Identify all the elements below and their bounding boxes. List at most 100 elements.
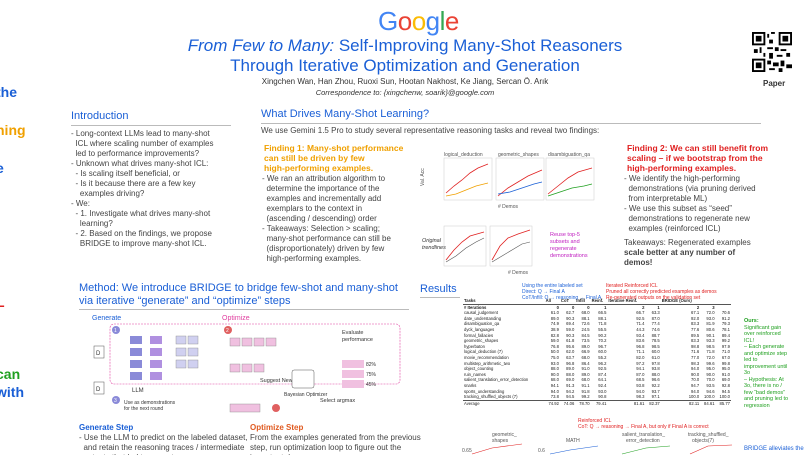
table-cell: 91.8 xyxy=(581,388,590,394)
table-cell: 94.0 xyxy=(550,388,559,394)
intro-line: led to performance improvements? xyxy=(71,149,200,158)
finding1-line: examples and incrementally add xyxy=(262,194,382,203)
table-cell: 90.0 xyxy=(706,371,715,377)
generate-label: Generate xyxy=(92,315,121,322)
table-cell: 91.0 xyxy=(581,366,590,372)
table-subheader: 0 xyxy=(587,304,590,310)
table-cell: 70.0 xyxy=(706,377,715,383)
table-cell: 87.0 xyxy=(651,315,660,321)
logo-letter: G xyxy=(378,6,398,36)
qr-label: Paper xyxy=(763,79,786,88)
table-cell: 61.0 xyxy=(651,354,660,360)
table-cell: 94.6 xyxy=(706,388,715,394)
table-cell: 91.1 xyxy=(581,382,590,388)
results-blue-line: Direct: Q → Final A xyxy=(522,289,565,295)
drives-divider xyxy=(261,123,761,124)
table-cell: 81.9 xyxy=(706,321,715,327)
table-cell: 93.8 xyxy=(651,366,660,372)
table-cell: 84.61 xyxy=(700,399,716,407)
generate-step: Generate Step - Use the LLM to predict o… xyxy=(79,423,249,455)
table-cell: logical_deduction (7) xyxy=(464,349,503,355)
table-cell: 89.5 xyxy=(691,332,700,338)
bp-3: salient_translation_ xyxy=(622,432,665,438)
table-cell: Average xyxy=(463,399,545,407)
left-column-fragment: the ning e L can with xyxy=(0,0,30,455)
table-cell: 96.8 xyxy=(566,360,575,366)
table-header xyxy=(700,298,716,305)
table-cell: 67.0 xyxy=(721,354,730,360)
ours-line: led to xyxy=(744,357,758,363)
finding1-line: many-shot performance can still be xyxy=(262,234,391,243)
table-cell: 66.7 xyxy=(636,310,645,316)
axis-label-val: Val. Acc xyxy=(420,168,426,186)
table-cell: 78.70 xyxy=(575,399,591,407)
table-cell: 94.5 xyxy=(566,394,575,400)
table-cell: sports_understanding xyxy=(464,388,505,394)
table-cell: 99.8 xyxy=(721,360,730,366)
table-header xyxy=(645,298,661,305)
table-cell: 77.4 xyxy=(651,321,660,327)
table-cell: 93.4 xyxy=(636,332,645,338)
authors: Xingchen Wan, Han Zhou, Ruoxi Sun, Hoota… xyxy=(261,77,549,86)
logo-letter: o xyxy=(397,6,412,36)
logo-letter: o xyxy=(411,6,426,36)
table-cell: 82.0 xyxy=(636,354,645,360)
table-cell: 87.4 xyxy=(598,371,607,377)
table-cell: date_understanding xyxy=(464,315,502,321)
finding1-line: exemplars to the context in xyxy=(262,204,363,213)
table-cell: 98.5 xyxy=(651,343,660,349)
finding1-line: - We ran an attribution algorithm to xyxy=(262,174,386,183)
table-cell: 64.1 xyxy=(598,377,607,383)
intro-line: - 2. Based on the findings, we propose xyxy=(71,229,212,238)
table-cell: 63.7 xyxy=(566,354,575,360)
table-cell: 90.8 xyxy=(598,394,607,400)
table-cell: tracking_shuffled_objects (7) xyxy=(464,394,518,400)
table-cell: ruin_names xyxy=(464,371,486,377)
table-cell: 93.5 xyxy=(706,382,715,388)
table-cell: 44.3 xyxy=(636,326,645,332)
bp-4: tracking_shuffled_ xyxy=(688,432,729,438)
table-cell: 100.0 xyxy=(704,394,715,400)
table-cell: 84.5 xyxy=(581,332,590,338)
reuse-label-4: demonstrations xyxy=(550,253,588,259)
table-cell: 77.0 xyxy=(691,354,700,360)
bp-4b: objects(7) xyxy=(692,438,714,444)
finding1-line: determine the importance of the xyxy=(262,184,380,193)
title-italic: From Few to Many: xyxy=(187,36,335,55)
table-cell: 90.0 xyxy=(550,371,559,377)
results-footer-line: Reinforced ICL xyxy=(578,418,612,424)
finding2-body: - We identify the high-performing demons… xyxy=(624,174,804,234)
table-cell: 62.7 xyxy=(566,310,575,316)
table-cell: 59.0 xyxy=(550,338,559,344)
correspondence: Correspondence to: {xingchenw, soarik}@g… xyxy=(315,88,495,97)
table-cell: 83.3 xyxy=(691,321,700,327)
google-logo: Google xyxy=(378,6,459,37)
select-label: Select argmax xyxy=(320,398,355,404)
finding1-body: - We ran an attribution algorithm to det… xyxy=(262,174,422,264)
method-heading-line: Method: We introduce BRIDGE to bridge fe… xyxy=(79,282,398,294)
ours-line: regression xyxy=(744,402,770,409)
table-cell: 89.4 xyxy=(721,332,730,338)
qr-code-icon[interactable] xyxy=(752,32,792,72)
table-cell: 95.0 xyxy=(721,366,730,372)
finding-figure: logical_deduction geometric_shapes disam… xyxy=(418,138,618,278)
intro-line: learning? xyxy=(71,219,113,228)
table-cell: 94.0 xyxy=(691,366,700,372)
table-cell: 90.2 xyxy=(598,332,607,338)
table-cell: 61.8 xyxy=(566,338,575,344)
finding1-heading-line: high-performing examples. xyxy=(264,163,374,173)
table-subheader: 2 xyxy=(696,304,700,310)
evaluate-label: Evaluate xyxy=(342,330,363,336)
table-cell: 63.3 xyxy=(651,310,660,316)
orig-trendlines-label-2: trendlines xyxy=(422,245,446,251)
ours-line: – Each generate xyxy=(744,344,785,350)
table-cell: multistep_arithmetic_two xyxy=(464,360,511,366)
table-subheader: 0 xyxy=(571,304,575,310)
results-footer-line: CoT: Q → reasoning → Final A, but only i… xyxy=(578,424,709,430)
table-subheader: 0 xyxy=(556,304,559,310)
